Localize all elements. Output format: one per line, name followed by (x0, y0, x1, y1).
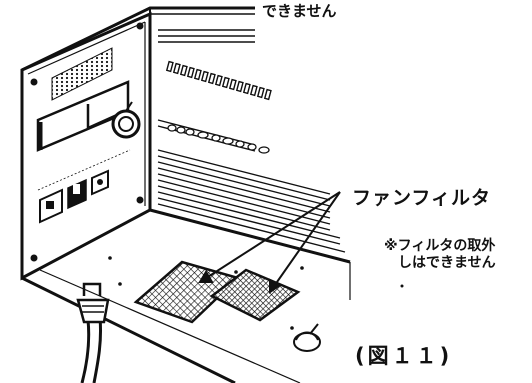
filter-note: ※フィルタの取外 しはできません (384, 238, 496, 272)
rubber-foot (293, 323, 321, 352)
rear-label-strip (37, 149, 131, 191)
power-switch-icon (67, 178, 87, 210)
chassis-side (149, 13, 351, 264)
power-cable-icon (76, 282, 110, 383)
side-oval-row (167, 124, 270, 154)
filter-note-line1: ※フィルタの取外 (384, 238, 496, 254)
note-fragment-top: できません (262, 2, 337, 20)
filter-note-line2: しはできません (398, 255, 496, 271)
round-connector-icon (111, 101, 141, 139)
callout-arrows (198, 191, 341, 294)
power-inlet-icon (39, 188, 63, 224)
small-connector (91, 169, 109, 196)
fan-filter-label: ファンフィルタ (352, 187, 492, 209)
side-slot-row (165, 60, 272, 101)
fan-filter-small (209, 268, 301, 322)
rear-vent-grille (51, 47, 113, 101)
rear-panel-opening (36, 80, 130, 152)
figure-number: (図１１) (355, 344, 453, 368)
